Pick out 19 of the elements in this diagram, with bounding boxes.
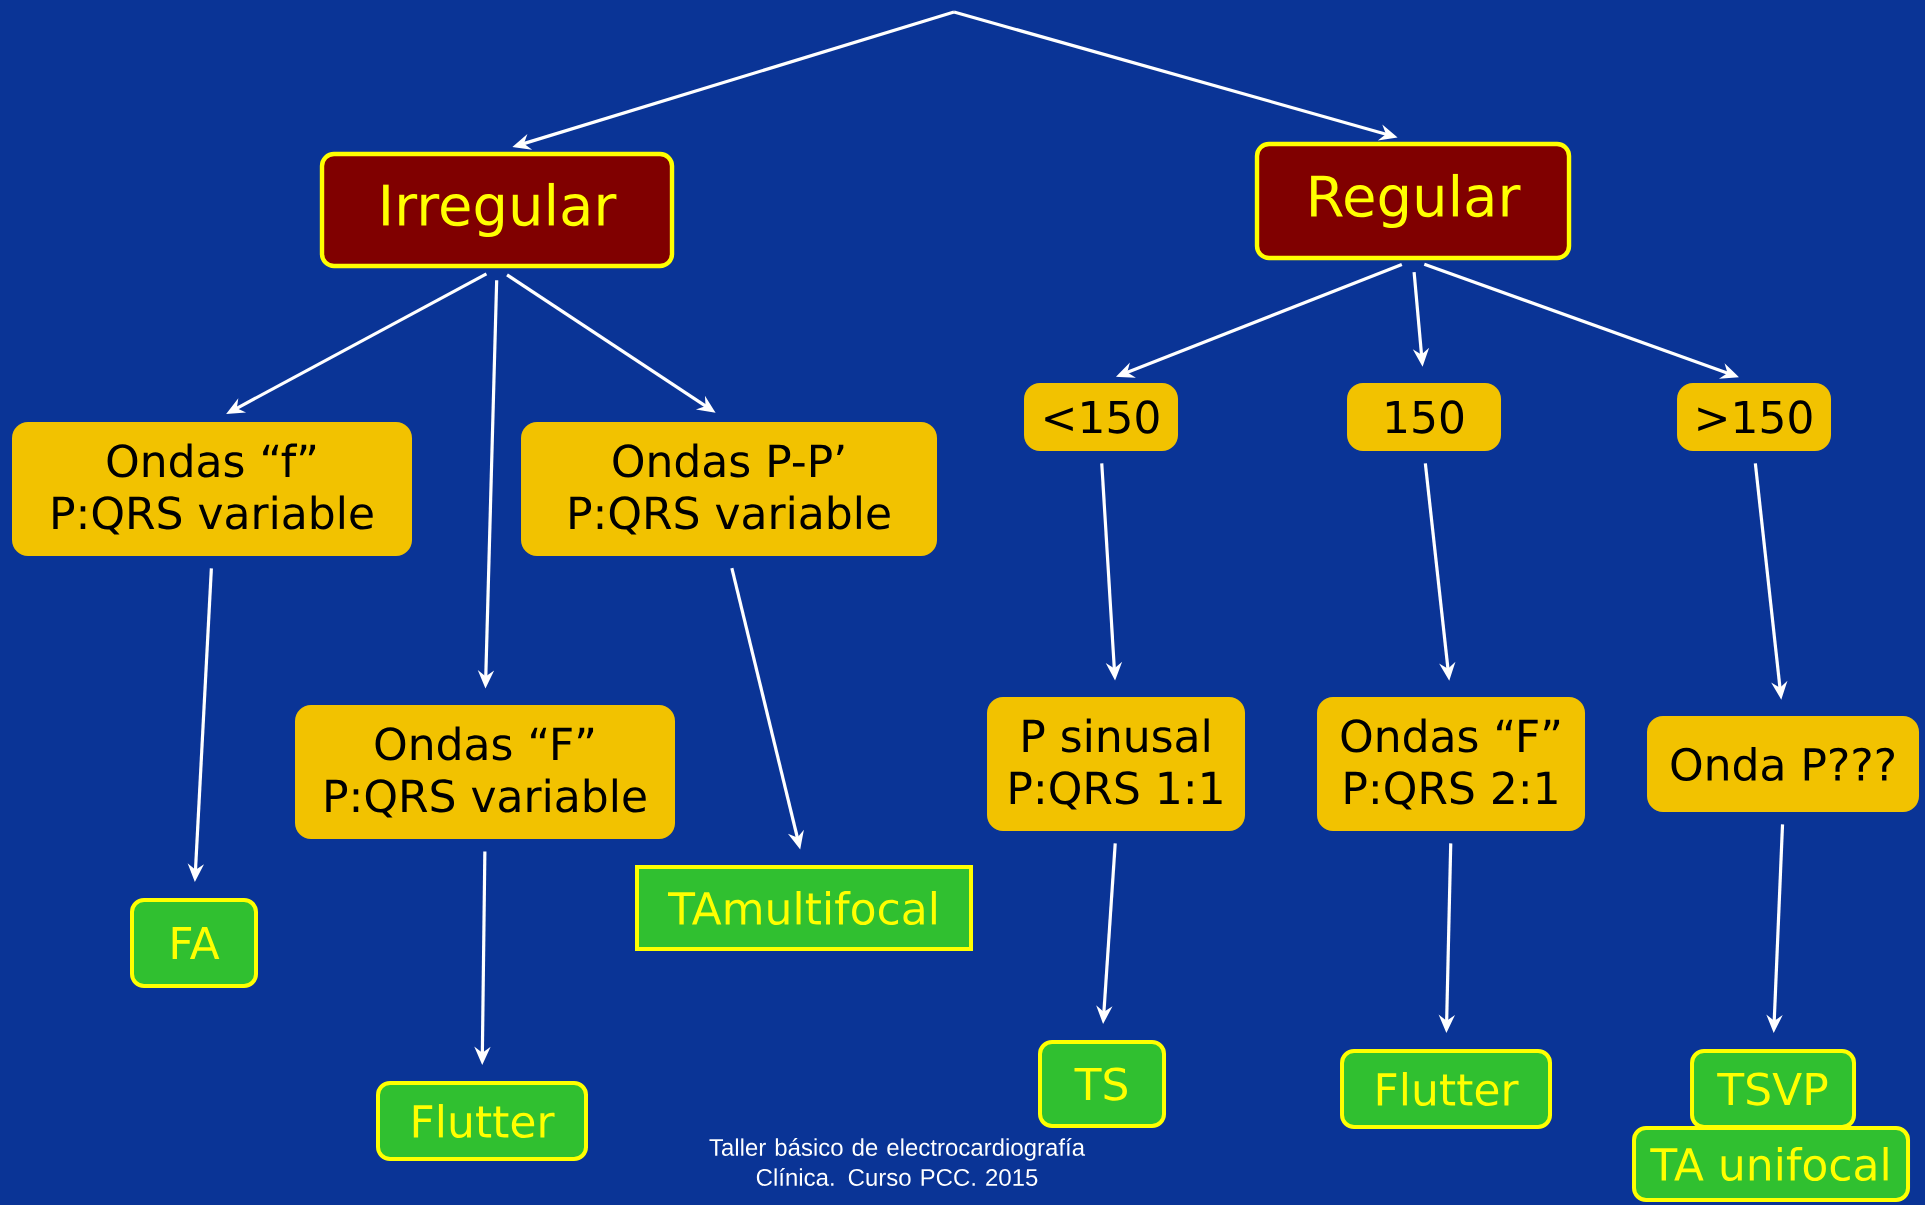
- result-box: TAmultifocal: [635, 865, 973, 951]
- result-box: FA: [130, 898, 258, 988]
- info-box: Ondas P-P’ P:QRS variable: [521, 422, 937, 556]
- info-box: Ondas “F” P:QRS variable: [295, 705, 675, 839]
- info-box: Ondas “F” P:QRS 2:1: [1317, 697, 1586, 831]
- result-box: TA unifocal: [1632, 1126, 1911, 1202]
- result-box: TS: [1038, 1040, 1166, 1128]
- result-box: Flutter: [376, 1081, 588, 1161]
- info-box: <150: [1024, 383, 1178, 451]
- head-box: Irregular: [319, 151, 675, 269]
- info-box: Onda P???: [1647, 716, 1919, 812]
- footer-text: Taller básico de electrocardiografía Clínica. Curso PCC. 2015: [709, 1138, 1086, 1186]
- head-box: Regular: [1254, 141, 1572, 261]
- info-box: 150: [1347, 383, 1502, 451]
- info-box: >150: [1677, 383, 1831, 451]
- info-box: Ondas “f” P:QRS variable: [12, 422, 412, 556]
- result-box: Flutter: [1340, 1049, 1552, 1129]
- result-box: TSVP: [1690, 1049, 1856, 1129]
- info-box: P sinusal P:QRS 1:1: [987, 697, 1245, 831]
